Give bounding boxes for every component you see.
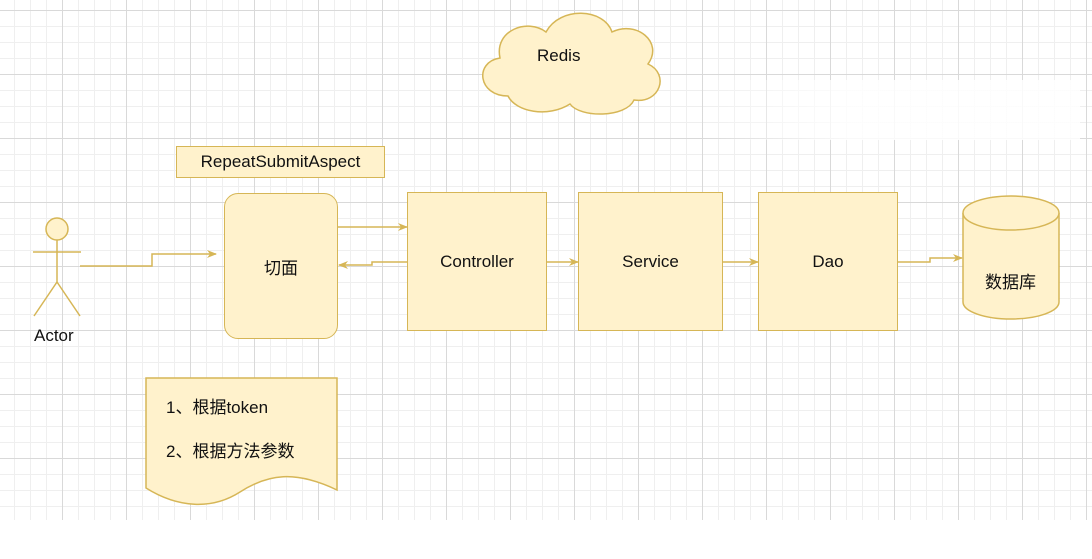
note-line-1: 1、根据token <box>166 398 269 417</box>
database-cylinder-icon[interactable] <box>962 195 1060 320</box>
dao-box[interactable]: Dao <box>758 192 898 331</box>
note-document-shape[interactable] <box>145 377 338 506</box>
aspect-box[interactable]: 切面 <box>224 193 338 339</box>
database-label: 数据库 <box>985 273 1036 292</box>
actor-stick-figure-icon[interactable] <box>33 217 81 317</box>
edge-controller-to-aspect <box>338 261 407 269</box>
note-line-2: 2、根据方法参数 <box>166 442 295 461</box>
canvas-fade <box>700 80 1080 140</box>
service-box[interactable]: Service <box>578 192 723 331</box>
edge-actor-to-aspect <box>80 250 217 267</box>
redis-label: Redis <box>537 46 581 65</box>
redis-cloud-shape[interactable] <box>482 12 661 115</box>
aspect-name-label[interactable]: RepeatSubmitAspect <box>176 146 385 178</box>
actor-label: Actor <box>34 326 74 345</box>
edge-dao-to-database <box>898 254 963 263</box>
controller-box[interactable]: Controller <box>407 192 547 331</box>
